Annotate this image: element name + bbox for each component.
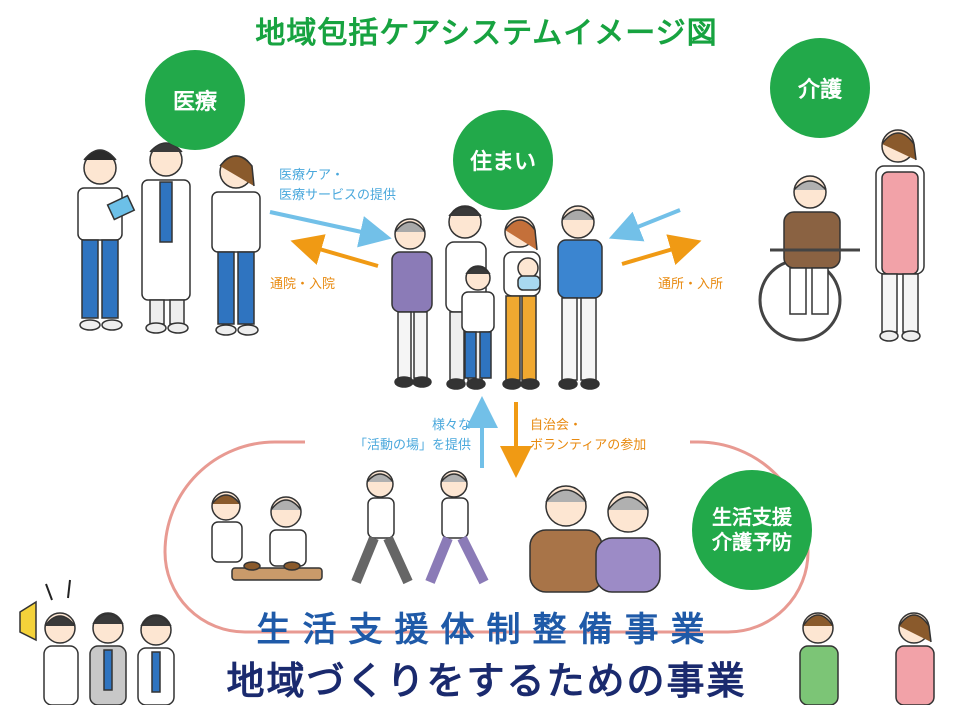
walking-elder-figure-1 [351,470,413,585]
family-figures [391,205,603,390]
nurse-with-clipboard-figure [77,149,136,331]
doctor-figure [141,142,191,334]
child-figure [461,265,495,379]
caregiver-figure [875,129,925,342]
grandmother-figure [391,218,433,388]
label-sanka-line1: 自治会・ [530,418,583,433]
label-sanka: 自治会・ ボランティアの参加 [530,416,646,456]
wheelchair-elder-figure [758,175,860,342]
label-iryo-care-line1: 医療ケア・ [279,168,345,183]
program-banner: 生活支援体制整備事業 [256,610,717,650]
node-iryo: 医療 [145,50,245,150]
label-katsudo-line1: 様々な [432,418,472,433]
node-kaigo-label: 介護 [797,78,842,103]
cheer-woman-green-figure [799,612,839,705]
cheer-woman-pink-figure [895,612,935,705]
cheer-man-figure-2 [137,614,175,705]
label-iryo-care-line2: 医療サービスの提供 [279,188,397,204]
node-seikatsu-label-1: 生活支援 [712,505,792,529]
label-katsudo-line2: 「活動の場」を提供 [354,438,472,454]
mother-with-baby-figure [502,216,541,390]
community-banner: 地域づくりをするための事業 [226,659,747,703]
label-sanka-line2: ボランティアの参加 [530,438,647,454]
node-seikatsu: 生活支援 介護予防 [692,470,812,590]
label-tsusho: 通所・入所 [658,277,724,292]
arrow-home-to-iryo [290,234,379,268]
medical-staff-figures [77,142,261,336]
node-kaigo: 介護 [770,38,870,138]
grandfather-figure [557,205,603,390]
nurse-figure [211,155,261,336]
node-sumai-label: 住まい [469,150,536,175]
walking-elder-figure-2 [425,470,489,585]
arrow-home-to-kaigo [621,234,702,266]
elderly-couple-figure [529,485,661,593]
arrow-kaigo-to-home [608,208,681,242]
label-katsudo: 様々な 「活動の場」を提供 [354,416,471,456]
cheer-man-figure-1 [89,612,127,705]
meal-support-figure [211,491,323,581]
community-activity-figures [211,470,661,593]
cheer-speaker-figure [19,579,79,705]
node-seikatsu-label-2: 介護予防 [712,530,792,554]
cheering-people-figures [19,579,935,705]
diagram-title: 地域包括ケアシステムイメージ図 [255,16,718,51]
care-figures [758,129,925,342]
label-iryo-care: 医療ケア・ 医療サービスの提供 [279,166,396,206]
node-sumai: 住まい [453,110,553,210]
arrow-iryo-to-home [269,210,392,248]
node-iryo-label: 医療 [172,90,217,115]
label-tsuin: 通院・入院 [270,277,336,292]
